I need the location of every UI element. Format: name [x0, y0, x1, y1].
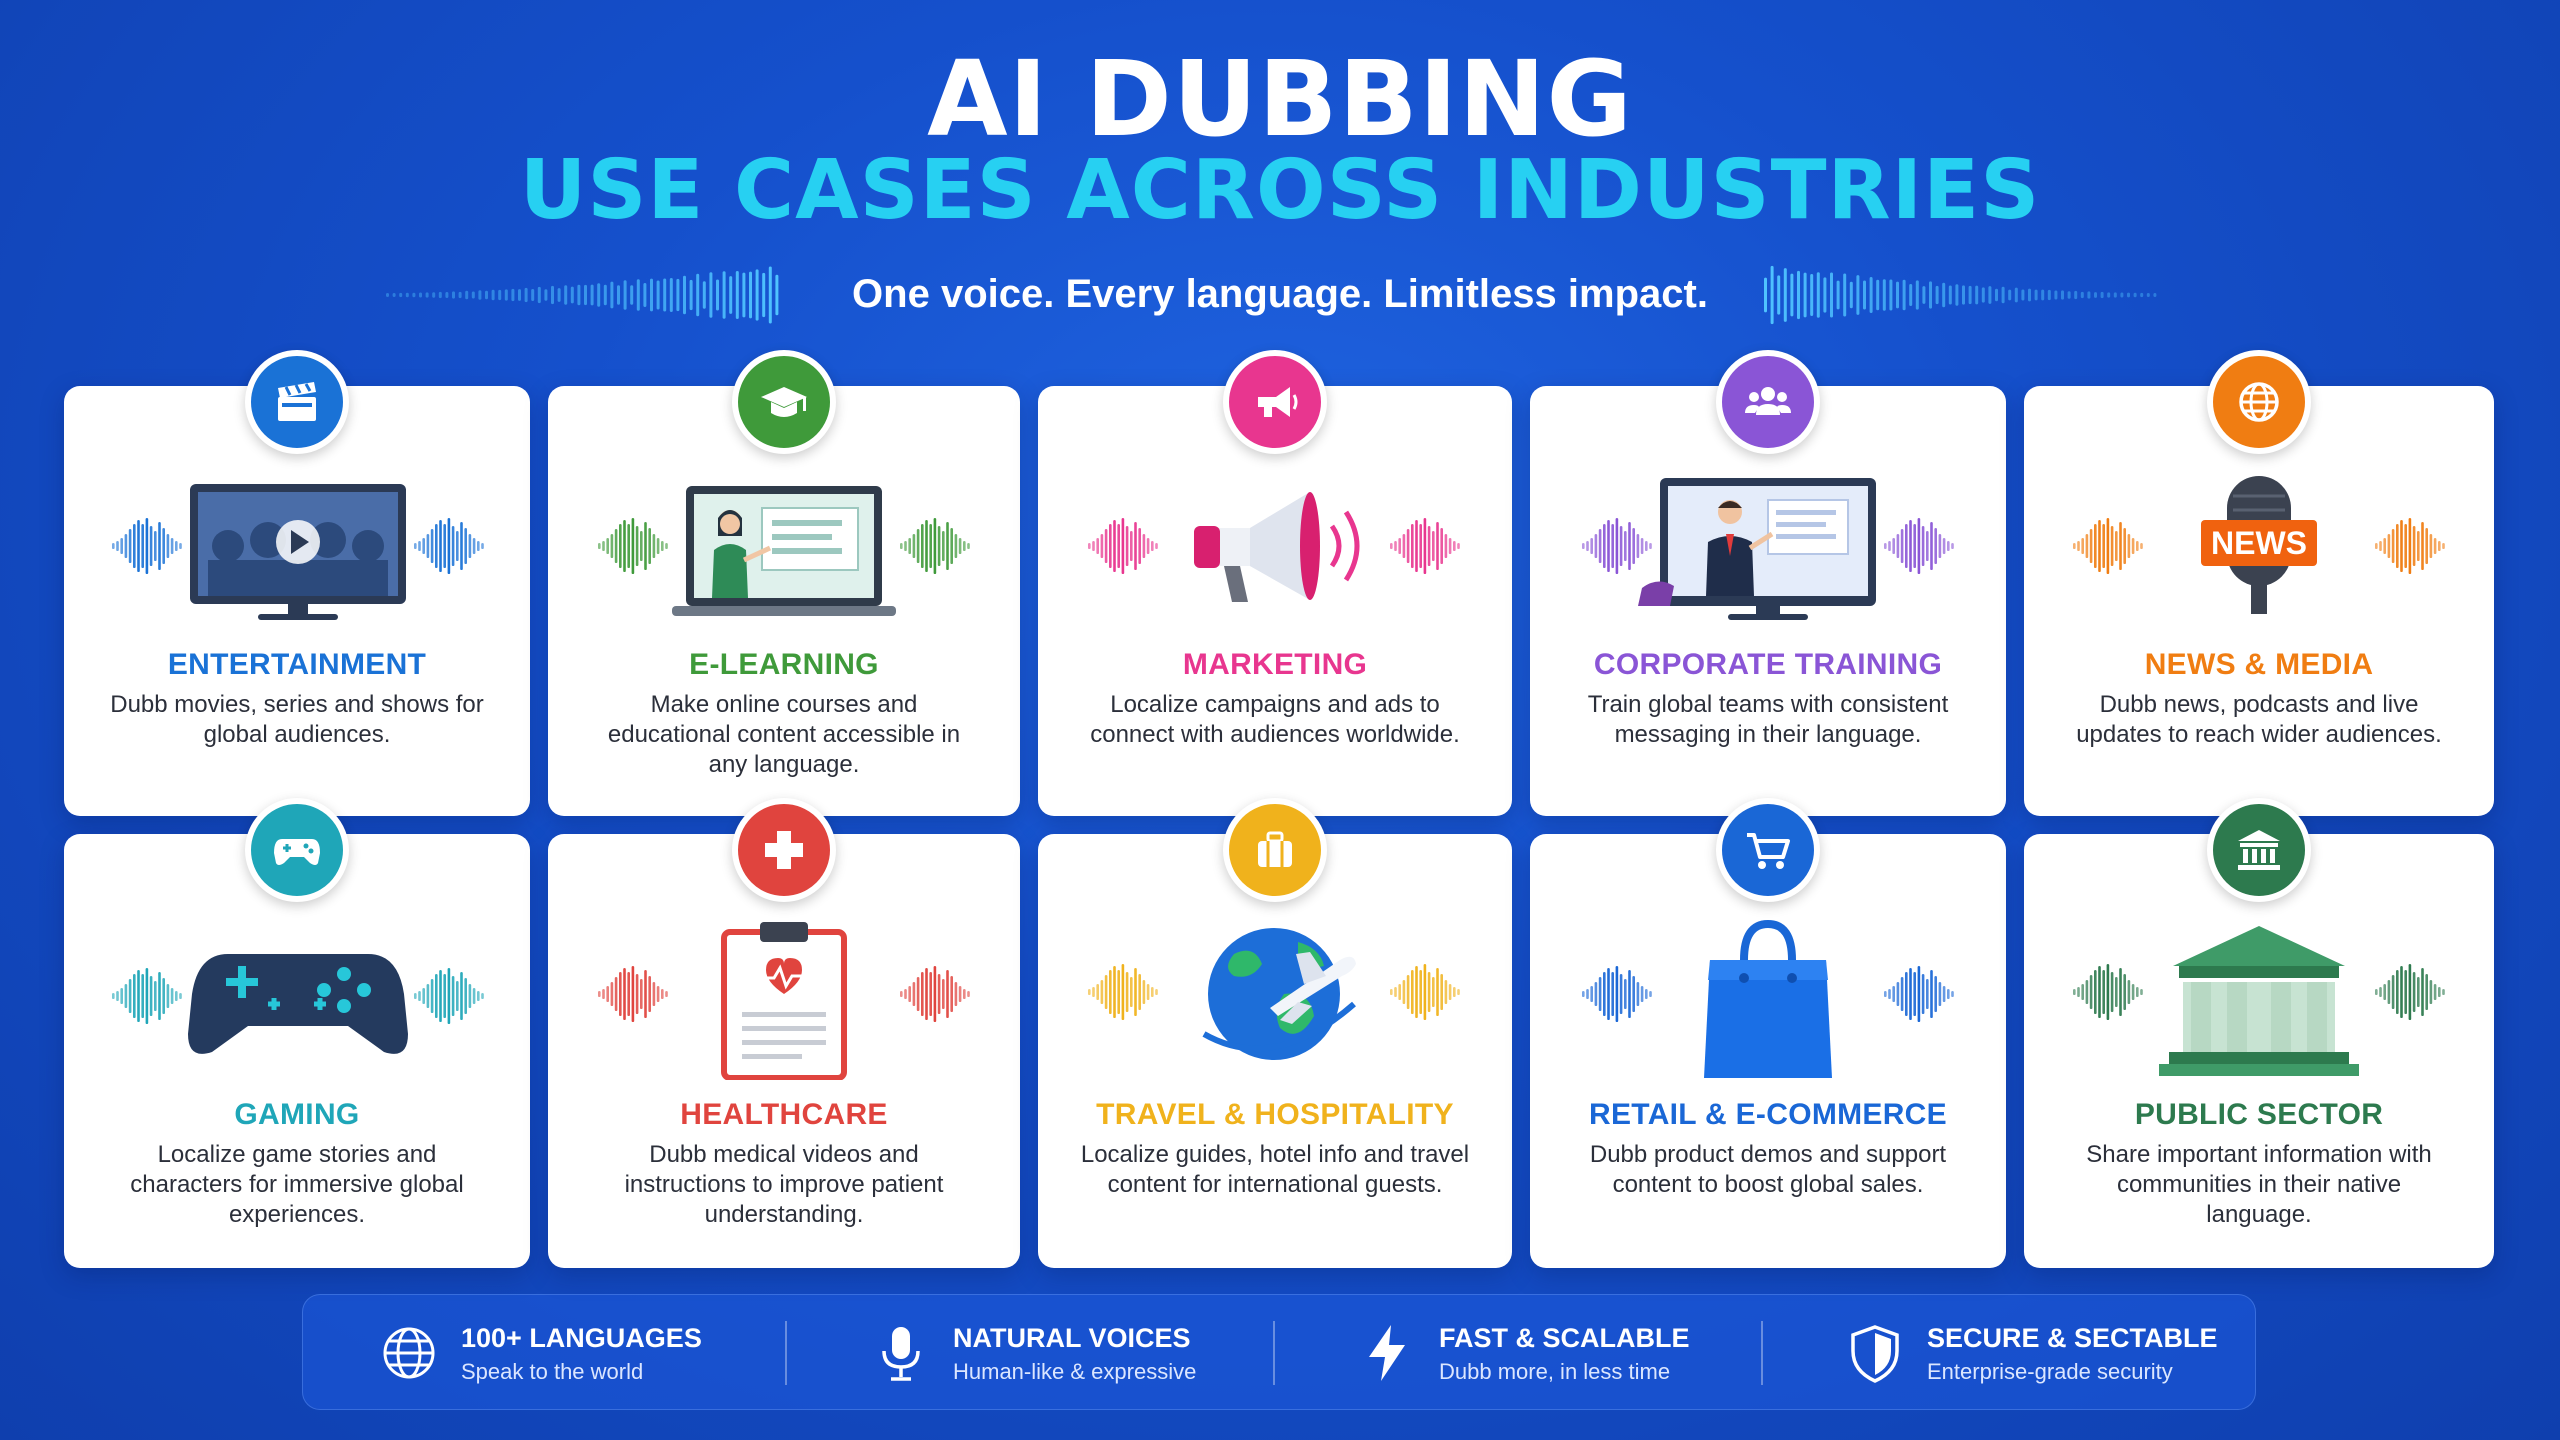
feature-subtitle: Enterprise-grade security — [1927, 1359, 2173, 1384]
medical-cross-icon — [765, 831, 803, 869]
card-travel-hospitality[interactable]: TRAVEL & HOSPITALITY Localize guides, ho… — [1038, 798, 1512, 1268]
card-description: Localize campaigns and ads to connect wi… — [1090, 691, 1460, 748]
travel-badge — [1223, 798, 1327, 902]
graduation-cap-icon — [761, 387, 807, 417]
tagline-row: One voice. Every language. Limitless imp… — [0, 260, 2560, 330]
healthcare-badge — [732, 798, 836, 902]
card-description: Make online courses and educational cont… — [607, 691, 961, 778]
feature-subtitle: Speak to the world — [461, 1359, 644, 1384]
news-microphone-illustration: NEWS — [2073, 476, 2445, 614]
card-description: Train global teams with consistent messa… — [1587, 691, 1949, 748]
card-gaming[interactable]: GAMING Localize game stories and charact… — [64, 798, 530, 1268]
entertainment-badge — [245, 350, 349, 454]
page-title: AI DUBBING — [927, 38, 1633, 160]
page-subtitle: USE CASES ACROSS INDUSTRIES — [519, 143, 2041, 238]
card-e-learning[interactable]: E-LEARNING Make online courses and educa… — [548, 350, 1020, 816]
feature-subtitle: Human-like & expressive — [953, 1359, 1197, 1384]
features-bar: 100+ LANGUAGES Speak to the world NATURA… — [302, 1294, 2256, 1410]
card-healthcare[interactable]: HEALTHCARE Dubb medical videos and instr… — [548, 798, 1020, 1268]
tagline: One voice. Every language. Limitless imp… — [852, 272, 1708, 316]
card-news-media[interactable]: NEWS NEWS & MEDIA Dubb news, podcasts an… — [2024, 350, 2494, 816]
sound-wave-left-icon — [386, 266, 779, 324]
card-title: GAMING — [234, 1098, 360, 1131]
card-description: Dubb product demos and support content t… — [1589, 1141, 1947, 1198]
feature-title: SECURE & SECTABLE — [1927, 1323, 2218, 1353]
sound-wave-right-icon — [1764, 265, 2157, 325]
medical-clipboard-illustration — [598, 922, 970, 1080]
card-title: MARKETING — [1182, 648, 1368, 681]
retail-badge — [1716, 798, 1820, 902]
marketing-badge — [1223, 350, 1327, 454]
card-retail-e-commerce[interactable]: RETAIL & E-COMMERCE Dubb product demos a… — [1530, 798, 2006, 1268]
government-building-illustration — [2073, 926, 2445, 1076]
feature-divider — [1761, 1321, 1763, 1385]
megaphone-icon — [1258, 387, 1298, 417]
clapperboard-icon — [278, 382, 316, 421]
card-title: RETAIL & E-COMMERCE — [1589, 1098, 1947, 1131]
microphone-icon — [882, 1327, 920, 1381]
card-marketing[interactable]: MARKETING Localize campaigns and ads to … — [1038, 350, 1512, 816]
card-description: Dubb medical videos and instructions to … — [624, 1141, 944, 1228]
corporate-training-badge — [1716, 350, 1820, 454]
card-description: Share important information with communi… — [2086, 1141, 2432, 1228]
e-learning-badge — [732, 350, 836, 454]
public-sector-badge — [2207, 798, 2311, 902]
globe-icon — [383, 1327, 435, 1379]
gaming-badge — [245, 798, 349, 902]
card-description: Dubb movies, series and shows for global… — [110, 691, 484, 748]
feature-title: 100+ LANGUAGES — [461, 1323, 702, 1353]
card-title: ENTERTAINMENT — [167, 648, 427, 681]
card-title: E-LEARNING — [689, 648, 879, 681]
shopping-cart-icon — [1747, 833, 1790, 869]
news-label: NEWS — [2211, 525, 2307, 561]
card-description: Dubb news, podcasts and live updates to … — [2076, 691, 2442, 748]
game-controller-illustration — [112, 954, 484, 1054]
card-entertainment[interactable]: ENTERTAINMENT Dubb movies, series and sh… — [64, 350, 530, 816]
tv-audience-illustration — [112, 484, 484, 620]
globe-airplane-illustration — [1088, 928, 1460, 1060]
card-title: CORPORATE TRAINING — [1593, 648, 1943, 681]
shield-icon — [1851, 1325, 1899, 1383]
news-media-badge — [2207, 350, 2311, 454]
lightning-icon — [1369, 1325, 1405, 1381]
card-title: NEWS & MEDIA — [2144, 648, 2374, 681]
feature-divider — [1273, 1321, 1275, 1385]
feature-divider — [785, 1321, 787, 1385]
shopping-bag-illustration — [1582, 920, 1954, 1078]
team-icon — [1745, 387, 1791, 415]
card-title: PUBLIC SECTOR — [2134, 1098, 2384, 1131]
card-public-sector[interactable]: PUBLIC SECTOR Share important informatio… — [2024, 798, 2494, 1268]
card-corporate-training[interactable]: CORPORATE TRAINING Train global teams wi… — [1530, 350, 2006, 816]
monitor-presenter-illustration — [1582, 478, 1954, 620]
card-title: TRAVEL & HOSPITALITY — [1096, 1098, 1454, 1131]
gamepad-icon — [274, 839, 320, 865]
globe-icon — [2239, 382, 2279, 422]
feature-subtitle: Dubb more, in less time — [1439, 1359, 1671, 1384]
government-building-icon — [2238, 830, 2280, 870]
megaphone-illustration — [1088, 492, 1460, 602]
suitcase-icon — [1258, 831, 1292, 867]
card-description: Localize game stories and characters for… — [130, 1141, 464, 1228]
feature-title: NATURAL VOICES — [953, 1323, 1191, 1353]
card-title: HEALTHCARE — [680, 1098, 888, 1131]
card-description: Localize guides, hotel info and travel c… — [1080, 1141, 1470, 1198]
feature-title: FAST & SCALABLE — [1439, 1323, 1690, 1353]
laptop-teacher-illustration — [598, 486, 970, 616]
